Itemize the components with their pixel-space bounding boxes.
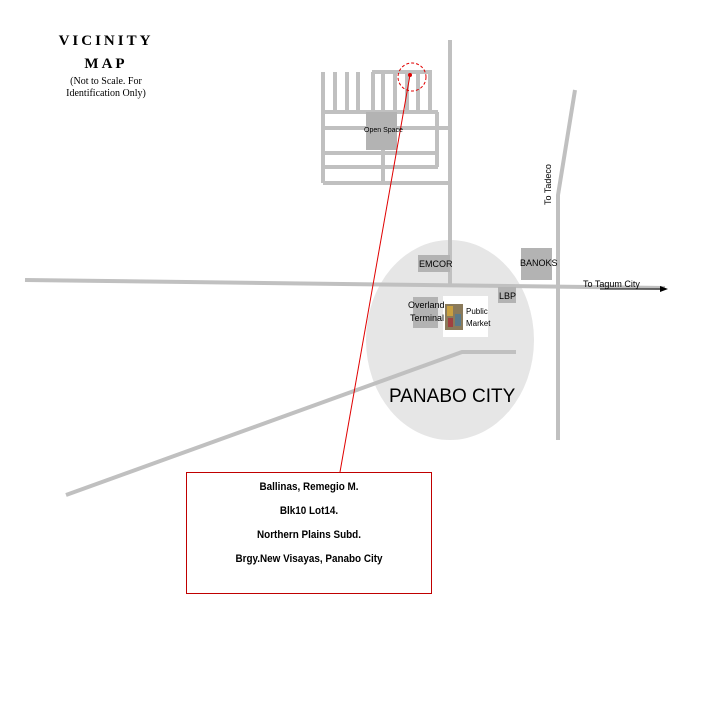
- open-space-block: [366, 112, 397, 150]
- map-title-1: VICINITY: [58, 33, 154, 49]
- location-circle: [397, 62, 427, 92]
- scale-note-2: Identification Only): [66, 88, 146, 99]
- overland-terminal-block: [413, 297, 438, 328]
- open-space-label: Open Space: [364, 127, 403, 134]
- lbp-label: LBP: [499, 291, 517, 301]
- location-marker: [408, 73, 412, 77]
- address-barangay: Brgy.New Visayas, Panabo City: [235, 553, 383, 565]
- map-title-2: MAP: [84, 56, 128, 72]
- main-highway: [24, 278, 666, 290]
- banoks-label: BANOKS: [520, 258, 558, 268]
- to-tadeco-label: To Tadeco: [543, 164, 553, 205]
- overland-label: Overland: [408, 300, 445, 310]
- public-label: Public: [466, 307, 488, 316]
- lbp-block: [498, 287, 516, 303]
- emcor-label: EMCOR: [419, 259, 453, 269]
- scale-note-1: (Not to Scale. For: [70, 76, 142, 87]
- market-label: Market: [466, 319, 491, 328]
- address-subdivision: Northern Plains Subd.: [257, 529, 361, 541]
- city-label: PANABO CITY: [389, 386, 516, 407]
- address-name: Ballinas, Remegio M.: [259, 481, 359, 493]
- tadeco-road: [556, 89, 577, 440]
- city-area: [366, 240, 534, 440]
- pointer-line: [339, 74, 411, 473]
- roads: [24, 40, 666, 497]
- arrow-head-icon: [660, 286, 668, 292]
- address-lot: Blk10 Lot14.: [279, 505, 339, 517]
- banoks-block: [521, 248, 552, 280]
- emcor-block: [418, 255, 450, 272]
- address-box: Ballinas, Remegio M. Blk10 Lot14. Northe…: [186, 472, 432, 594]
- terminal-label: Terminal: [410, 313, 445, 323]
- to-tagum-label: To Tagum City: [583, 279, 640, 289]
- south-road: [65, 350, 516, 497]
- public-market-icon: [445, 304, 463, 330]
